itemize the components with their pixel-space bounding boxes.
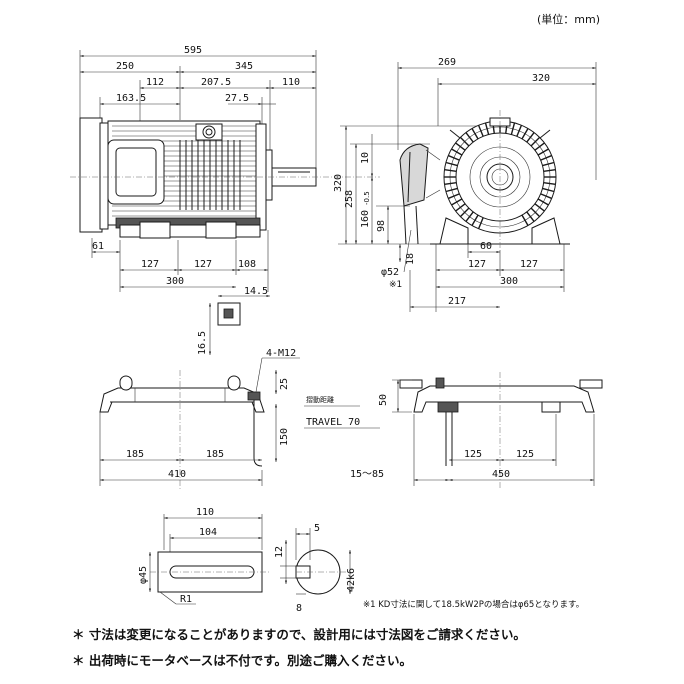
shaft-dim-104: 104 [199,527,217,538]
cooling-fin [521,128,529,140]
dim-269: 269 [438,57,456,68]
cooling-fin [530,136,541,147]
shaft-dim-12: 12 [274,546,285,558]
dim-60: 60 [480,241,492,252]
shaft-radius: R1 [180,594,192,605]
cooling-fin [455,203,466,212]
dim-450: 450 [492,469,510,480]
dim-410: 410 [168,469,186,480]
dim-15-85: 15～85 [350,469,384,480]
bolt-label: 4-M12 [266,348,296,359]
shaft-dia-45: φ45 [138,566,149,584]
dim-250: 250 [116,61,134,72]
dim-16-5: 16.5 [197,331,208,355]
cooling-fin [543,182,556,186]
cooling-fin [530,207,541,218]
cooling-fin [477,217,484,230]
dim-112: 112 [146,77,164,88]
cooling-fin [451,198,463,206]
cooling-fin [542,187,555,193]
cooling-fin [484,122,490,135]
cooling-fin [521,214,529,226]
cooling-fin [471,214,479,226]
cooling-fin [537,198,549,206]
dim-height-98: 98 [376,220,387,232]
cooling-fin [471,128,479,140]
cooling-fin [526,132,535,143]
front-view: 595 250 345 112 207.5 110 163.5 27.5 [70,45,380,355]
cooling-fin [444,182,457,186]
travel-label: TRAVEL 70 [306,417,360,428]
dim-595: 595 [184,45,202,56]
dim-125b: 125 [516,449,534,460]
cooling-fin [477,124,484,137]
dim-height-160-tol: -0.5 [363,191,371,205]
dim-height-258: 258 [344,190,355,208]
shaft-dim-110: 110 [196,507,214,518]
cooling-fin [459,207,470,218]
cooling-fin [445,161,458,167]
dim-61: 61 [92,241,104,252]
base-side-view: 摺動距離 TRAVEL 70 50 125 125 15～85 450 [304,372,603,490]
dim-front-127b: 127 [194,259,212,270]
cooling-fin [465,132,474,143]
cooling-fin [534,142,545,151]
note-2: ＊ 出荷時にモータベースは不付です。別途ご購入ください。 [72,653,412,668]
dim-side-300: 300 [500,276,518,287]
bolt-hole-dia: φ52 [381,267,399,278]
cooling-fin [447,193,460,200]
dim-front-300: 300 [166,276,184,287]
dim-108: 108 [238,259,256,270]
cooling-fin [510,122,516,135]
cooling-fin [526,211,535,222]
cooling-fin [465,211,474,222]
cooling-fin [540,154,553,161]
dim-height-18: 18 [405,253,416,265]
dim-front-127a: 127 [141,259,159,270]
cooling-fin [540,193,553,200]
slide-label: 摺動距離 [306,395,334,404]
dim-150: 150 [279,428,290,446]
cooling-fin [455,142,466,151]
dim-125a: 125 [464,449,482,460]
dim-185a: 185 [126,449,144,460]
dim-110: 110 [282,77,300,88]
note-1: ＊ 寸法は変更になることがありますので、設計用には寸法図をご請求ください。 [72,627,526,642]
cooling-fin [543,168,556,172]
dim-185b: 185 [206,449,224,460]
footnote: ※1 KD寸法に関して18.5kW2Pの場合はφ65となります。 [363,599,584,610]
shaft-dim-8: 8 [296,603,302,614]
dim-height-160: 160 [360,210,371,228]
cooling-fin [451,148,463,156]
dim-207-5: 207.5 [201,77,231,88]
shaft-detail: 110 104 φ45 R1 5 12 8 42k6 [138,507,357,614]
cooling-fin [459,136,470,147]
shaft-dim-42: 42k6 [346,568,357,592]
unit-label: (単位：mm) [537,12,600,26]
bolt-hole-mark: ※1 [389,280,402,290]
dim-163-5: 163.5 [116,93,146,104]
cooling-fin [542,161,555,167]
base-front-view: 4-M12 25 150 185 185 410 [99,348,300,490]
cooling-fin [516,124,523,137]
dim-height-10: 10 [360,152,371,164]
cooling-fin [447,154,460,161]
dim-height-320: 320 [333,174,344,192]
dim-side-127a: 127 [468,259,486,270]
dim-side-320: 320 [532,73,550,84]
dim-27-5: 27.5 [225,93,249,104]
dim-50: 50 [378,394,389,406]
dim-217: 217 [448,296,466,307]
dim-side-127b: 127 [520,259,538,270]
cooling-fin [444,168,457,172]
cooling-fin [445,187,458,193]
dim-345: 345 [235,61,253,72]
shaft-dim-5: 5 [314,523,320,534]
side-view: 269 320 320 258 160 -0.5 10 98 18 φ52 ※1 [333,57,597,312]
dim-14-5: 14.5 [244,286,268,297]
cooling-fin [534,203,545,212]
cooling-fin [537,148,549,156]
dim-25: 25 [279,378,290,390]
